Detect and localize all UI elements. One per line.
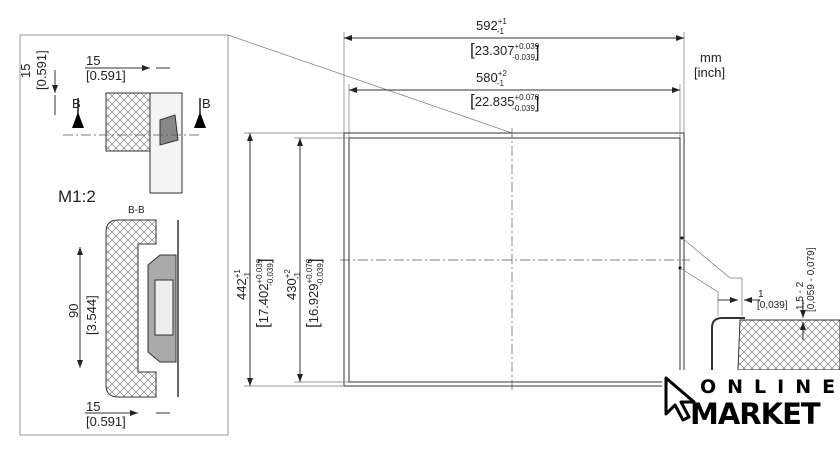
section-label: B-B [128, 205, 145, 216]
cursor-icon [664, 376, 696, 422]
seal-profile-top [105, 92, 157, 152]
dim-section-height-inch: [3.544] [84, 295, 99, 335]
dim-width-inner-inch: [22.835+0.078-0.039] [470, 91, 540, 113]
detail-leader-line [227, 34, 513, 134]
edge-detail: 1 [0,039] 1,5 - 2 [0,059 - 0,079] [678, 236, 840, 371]
detail-panel: B B 15 [0.591] 15 [0.591] M1:2 B-B 90 [3… [18, 34, 513, 436]
seal-profile-section [105, 219, 157, 398]
dim-bottom-horizontal-inch: [0.591] [86, 414, 126, 429]
dim-bottom-horizontal-mm: 15 [86, 399, 100, 414]
logo-line1: ONLINE [700, 376, 840, 398]
dim-height-inner-inch: [16.929+0.078-0.039] [303, 258, 325, 328]
outer-outline [343, 132, 685, 387]
online-market-logo: ONLINE MARKET [662, 370, 840, 431]
dim-width-inner-mm: 580+2-1 [476, 69, 507, 88]
section-mark-left: B [72, 96, 81, 111]
dim-thickness-inch: [0,059 - 0,079] [806, 247, 817, 312]
dim-top-vertical-inch: [0.591] [34, 50, 49, 90]
dim-section-height-mm: 90 [66, 304, 81, 318]
dim-width-outer-mm: 592+1-1 [476, 17, 507, 36]
logo-line2: MARKET [690, 397, 821, 431]
unit-inch: [inch] [694, 65, 725, 80]
dim-gap-mm: 1 [758, 289, 764, 300]
dim-top-horizontal-mm: 15 [86, 53, 100, 68]
dim-width-outer-inch: [23.307+0.039-0.039] [470, 40, 540, 62]
dim-thickness-mm: 1,5 - 2 [795, 281, 806, 310]
unit-mm: mm [700, 50, 722, 65]
main-view: 592+1-1 [23.307+0.039-0.039] 580+2-1 [22… [233, 17, 725, 390]
dim-height-inner-mm: 430+2-1 [283, 269, 302, 300]
dim-gap-inch: [0,039] [757, 300, 788, 311]
dim-height-outer-inch: [17.402+0.039-0.039] [253, 258, 275, 328]
edge-seal-hatch [737, 319, 840, 371]
scale-label: M1:2 [58, 187, 96, 206]
section-mark-right: B [202, 96, 211, 111]
dim-height-outer-mm: 442+1-1 [233, 269, 252, 300]
dim-top-horizontal-inch: [0.591] [86, 68, 126, 83]
dim-top-vertical-mm: 15 [18, 64, 33, 78]
